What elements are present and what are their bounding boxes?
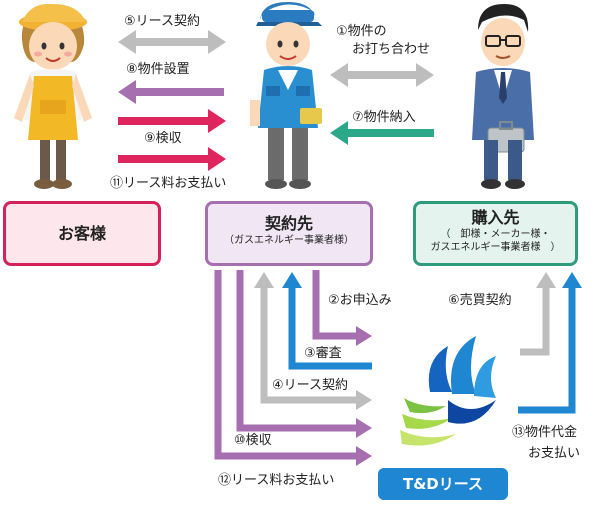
contractor-title: 契約先 xyxy=(264,214,313,233)
supplier-person-icon xyxy=(472,4,534,189)
td-lease-logo-icon xyxy=(400,336,496,446)
arrow-consultation xyxy=(330,63,434,87)
label-step12: ⑫リース料お支払い xyxy=(218,473,335,488)
label-step13-line1: ⑬物件代金 xyxy=(512,425,578,440)
arrow-lease-payment-bottom xyxy=(214,270,372,466)
label-step9: ⑨検収 xyxy=(144,131,182,146)
label-step7: ⑦物件納入 xyxy=(352,110,416,125)
label-step8: ⑧物件設置 xyxy=(126,62,190,77)
label-step10: ⑩検収 xyxy=(234,433,272,448)
purchase-subtitle-line1: （ 卸様・メーカー様・ xyxy=(440,229,551,240)
contractor-person-icon xyxy=(250,2,322,189)
customer-person-icon xyxy=(14,3,92,189)
label-step1-line1: ①物件の xyxy=(336,24,387,39)
arrow-installation xyxy=(118,80,224,104)
arrow-lease-contract-top xyxy=(118,30,226,54)
label-step1-line2: お打ち合わせ xyxy=(352,42,431,57)
label-step2: ②お申込み xyxy=(328,293,392,308)
purchase-title: 購入先 xyxy=(471,208,520,227)
contractor-box: 契約先 （ガスエネルギー事業者様） xyxy=(205,201,373,266)
label-step11: ⑪リース料お支払い xyxy=(110,176,227,191)
arrow-inspection-bottom xyxy=(236,270,372,438)
td-lease-title: T&Dリース xyxy=(402,475,483,493)
label-step6: ⑥売買契約 xyxy=(448,293,512,308)
arrow-sales-contract xyxy=(520,272,556,356)
contractor-subtitle: （ガスエネルギー事業者様） xyxy=(224,235,354,246)
supplier-illustration xyxy=(472,4,534,189)
label-step13-line2: お支払い xyxy=(528,446,581,461)
contractor-illustration xyxy=(250,2,322,189)
arrow-lease-contract-bottom xyxy=(254,272,372,410)
purchase-subtitle-line2: ガスエネルギー事業者様 ） xyxy=(430,242,561,253)
arrow-delivery xyxy=(330,121,434,145)
purchase-box: 購入先 （ 卸様・メーカー様・ ガスエネルギー事業者様 ） xyxy=(413,201,578,266)
arrow-inspection-top xyxy=(118,109,226,133)
label-step3: ③審査 xyxy=(304,346,342,361)
arrow-purchase-payment xyxy=(518,272,582,414)
arrow-review xyxy=(282,272,372,370)
td-lease-box: T&Dリース xyxy=(378,468,508,500)
customer-illustration xyxy=(14,3,92,189)
customer-box: お客様 xyxy=(3,201,161,266)
customer-title: お客様 xyxy=(57,224,106,243)
arrow-lease-payment-top xyxy=(118,147,226,171)
label-step4: ④リース契約 xyxy=(272,378,349,393)
label-step5: ⑤リース契約 xyxy=(124,14,201,29)
arrow-application xyxy=(312,270,372,346)
